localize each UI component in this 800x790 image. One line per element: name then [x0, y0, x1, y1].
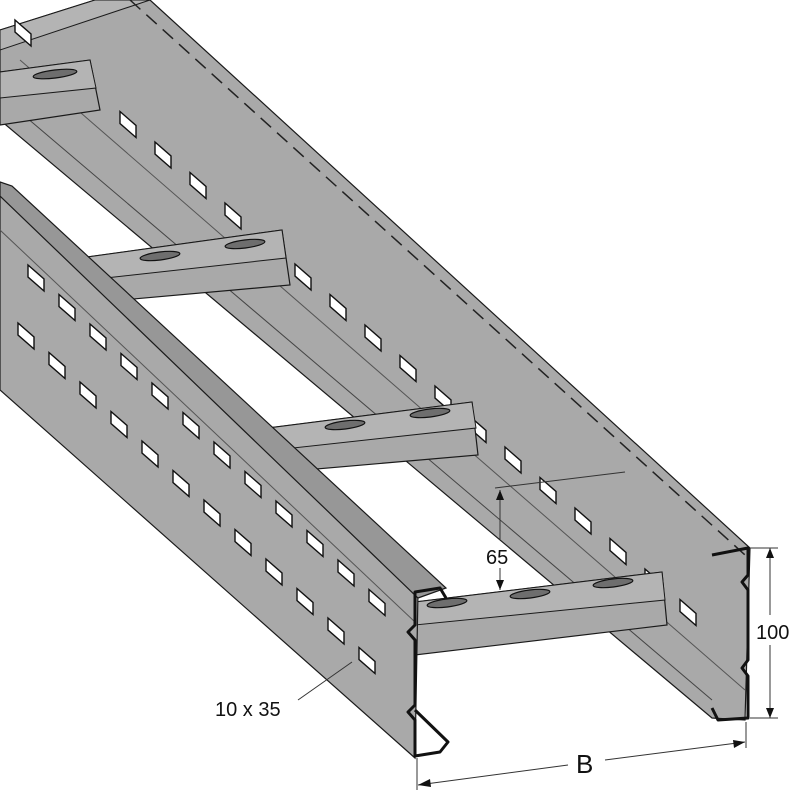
- rail-slot: [89, 322, 107, 352]
- dimension-B-label: B: [576, 749, 593, 779]
- near-side-rail: [0, 181, 450, 760]
- rail-slot: [679, 597, 697, 628]
- slot-size-label: 10 x 35: [215, 699, 281, 721]
- rail-slot: [399, 353, 417, 384]
- rail-slot: [213, 440, 231, 470]
- rail-slot: [151, 381, 169, 411]
- rungs: [0, 59, 668, 656]
- rung-1: [0, 59, 101, 126]
- rail-slot: [79, 380, 97, 410]
- rail-slot: [234, 527, 252, 558]
- rail-slot: [119, 109, 137, 140]
- rail-slot: [327, 616, 345, 646]
- rail-slot: [182, 410, 200, 441]
- rail-slot: [329, 292, 347, 323]
- rail-slot: [337, 558, 355, 588]
- rail-slot: [265, 557, 283, 587]
- rail-slot: [504, 445, 522, 475]
- rail-slot: [17, 321, 35, 351]
- rail-slot: [58, 292, 76, 323]
- rail-slot: [141, 439, 159, 469]
- rail-slot: [14, 18, 32, 48]
- rail-slot: [120, 351, 138, 382]
- rail-slot: [539, 475, 557, 506]
- dimension-100-label: 100: [756, 622, 789, 644]
- rail-slot: [48, 350, 66, 381]
- rail-slot: [294, 262, 312, 292]
- rung-4: [414, 571, 668, 656]
- rail-slot: [244, 469, 262, 500]
- dimension-B: B: [416, 722, 747, 790]
- rail-slot: [203, 498, 221, 528]
- dimension-65-label: 65: [486, 547, 508, 569]
- rail-slot: [574, 506, 592, 536]
- rail-slot: [358, 645, 376, 676]
- rung-3: [267, 401, 479, 473]
- dimension-100: 100: [750, 547, 789, 719]
- rail-slot: [172, 468, 190, 499]
- rail-slot: [110, 409, 128, 440]
- rail-slot: [368, 587, 386, 618]
- slot-size-callout: 10 x 35: [215, 661, 353, 721]
- near-rail-slots: [17, 263, 386, 676]
- rail-slot: [296, 586, 314, 617]
- rail-slot: [154, 140, 172, 170]
- rail-slot: [306, 528, 324, 559]
- rail-slot: [364, 323, 382, 353]
- rail-slot: [275, 499, 293, 529]
- dimension-65: 65: [486, 471, 626, 590]
- rail-slot: [189, 170, 207, 201]
- rail-slot: [609, 536, 627, 567]
- rail-slot: [224, 201, 242, 231]
- rail-slot: [27, 263, 45, 293]
